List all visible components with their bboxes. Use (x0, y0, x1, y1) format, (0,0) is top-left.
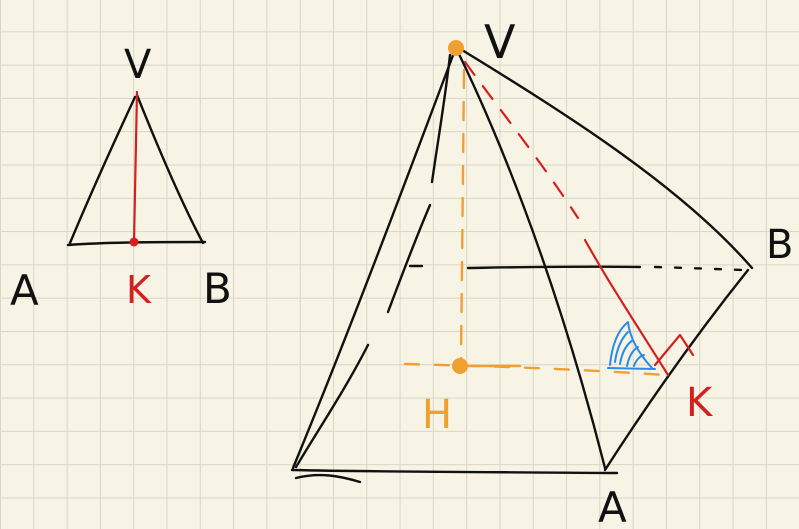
lateral-edge-left-inner (430, 53, 452, 184)
base-front-left-stroke (294, 473, 362, 484)
base-edge-back (466, 265, 642, 270)
angle-marker (607, 321, 656, 370)
small-triangle-foot-label: K (126, 268, 152, 312)
small-triangle-altitude (132, 90, 139, 244)
base-edge-front (290, 468, 619, 475)
lateral-edge-right (460, 48, 754, 270)
pyramid-foot-label: K (686, 380, 714, 426)
small-triangle-right-label: B (203, 264, 232, 313)
lateral-edge-back-left-lower (294, 343, 370, 469)
center-point-h (452, 358, 468, 374)
apothem-solid (583, 238, 670, 377)
segment-hk-dashed (403, 362, 667, 377)
height-dashed (459, 68, 466, 362)
small-triangle-apex-label: V (124, 42, 152, 88)
base-edge-back-dashed (653, 265, 744, 272)
lateral-edge-left-outer (291, 48, 457, 470)
pyramid-center-label: H (422, 392, 452, 438)
small-triangle-left-side (68, 95, 137, 245)
pyramid: V B A K H (290, 15, 793, 529)
apothem-dashed (463, 60, 580, 220)
pyramid-apex-label: V (484, 15, 516, 69)
right-angle-marker (653, 333, 695, 367)
small-triangle-right-side (135, 93, 205, 245)
small-triangle-left-label: A (10, 266, 39, 315)
pyramid-corner-a-label: A (598, 483, 627, 529)
lateral-edge-back-left-short (386, 203, 432, 314)
apex-point (448, 40, 464, 56)
base-edge-right (603, 268, 750, 472)
small-triangle: V A B K (10, 42, 232, 315)
lateral-edge-front (456, 50, 607, 470)
pyramid-corner-b-label: B (766, 222, 793, 268)
small-triangle-foot-point (129, 237, 139, 247)
